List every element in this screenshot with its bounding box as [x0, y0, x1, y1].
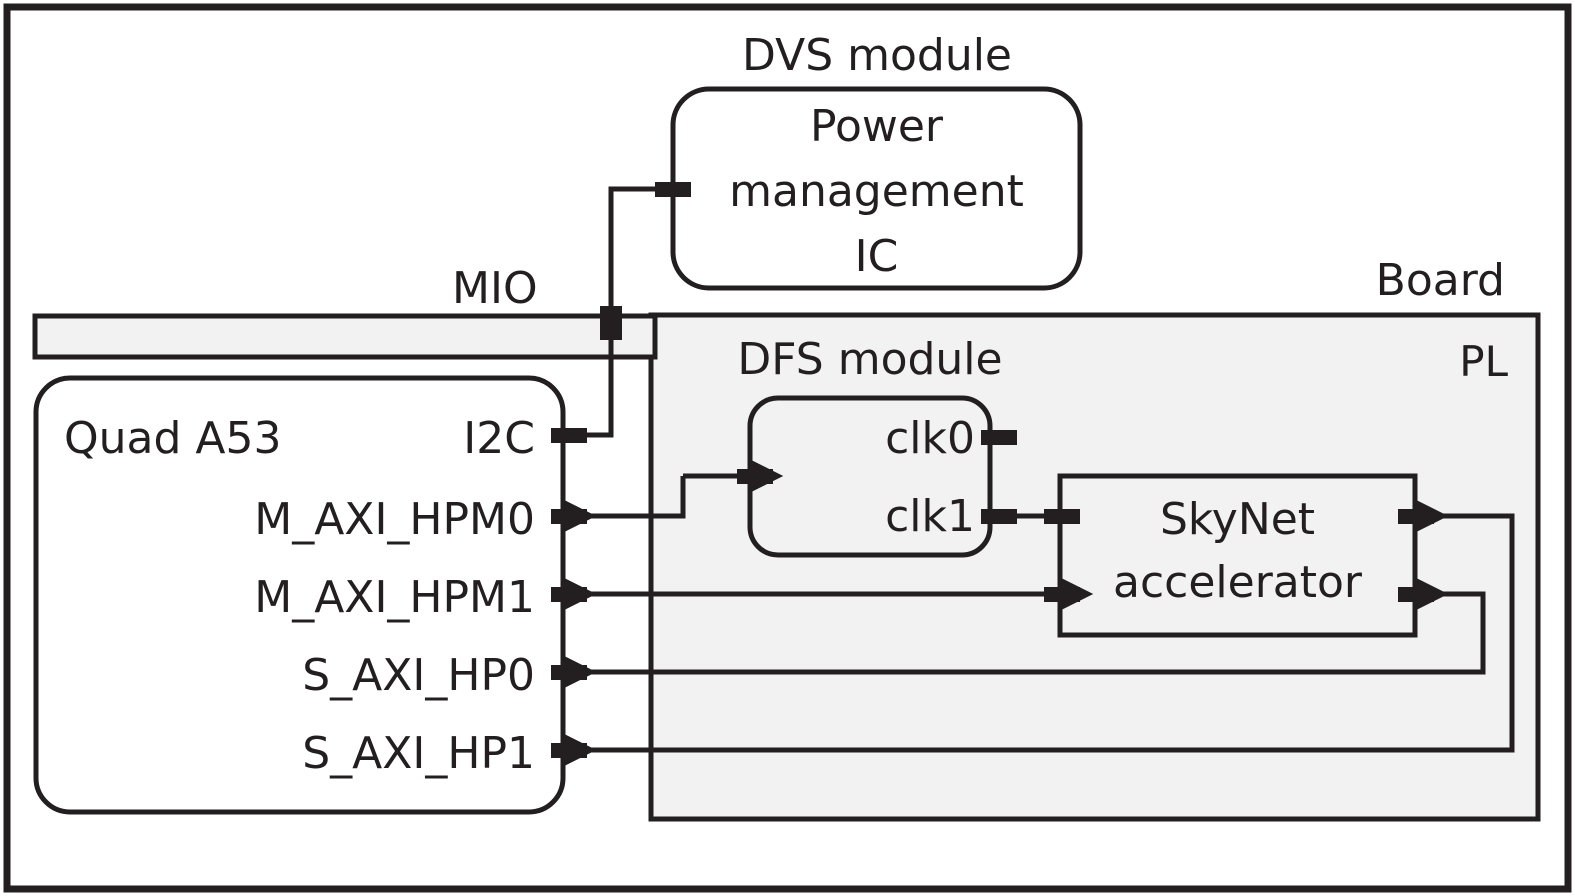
- port-stub-hp0: [551, 665, 587, 680]
- mio-label: MIO: [452, 263, 538, 314]
- board-label: Board: [1375, 255, 1505, 306]
- port-label-m-axi-hpm1: M_AXI_HPM1: [254, 572, 535, 623]
- wire-skynet-to-hp1: [561, 498, 1515, 768]
- port-stub-pmic-in: [655, 182, 691, 197]
- port-stub-hpm0: [551, 509, 587, 524]
- port-stub-dfs-in: [737, 469, 773, 484]
- port-label-clk1: clk1: [885, 491, 975, 542]
- port-stub-i2c: [551, 428, 587, 443]
- board-outline: [3, 3, 1572, 893]
- pl-label: PL: [1459, 337, 1508, 386]
- port-label-m-axi-hpm0: M_AXI_HPM0: [254, 494, 535, 545]
- port-stub-skynet-o0: [1398, 587, 1434, 602]
- port-label-i2c: I2C: [463, 413, 535, 464]
- port-label-s-axi-hp0: S_AXI_HP0: [302, 650, 535, 701]
- quad-a53-label: Quad A53: [64, 413, 282, 464]
- skynet-label-line1: SkyNet: [1159, 494, 1316, 545]
- pmic-label-line2: management: [729, 166, 1024, 217]
- port-stub-skynet-ctl: [1044, 587, 1080, 602]
- pmic-label-line3: IC: [854, 231, 899, 282]
- port-stub-skynet-clk: [1044, 509, 1080, 524]
- mio-bus-bar: [32, 313, 658, 360]
- port-stub-skynet-o1: [1398, 509, 1434, 524]
- port-stub-hpm1: [551, 587, 587, 602]
- skynet-label-line2: accelerator: [1112, 557, 1363, 608]
- mio-junction-node: [600, 306, 622, 340]
- port-label-s-axi-hp1: S_AXI_HP1: [302, 728, 535, 779]
- port-stub-hp1: [551, 743, 587, 758]
- port-label-clk0: clk0: [885, 413, 975, 464]
- dfs-module-title: DFS module: [737, 334, 1003, 385]
- pmic-label-line1: Power: [809, 101, 944, 152]
- dvs-module-title: DVS module: [741, 30, 1012, 81]
- port-stub-clk1: [981, 509, 1017, 524]
- port-stub-clk0: [981, 430, 1017, 445]
